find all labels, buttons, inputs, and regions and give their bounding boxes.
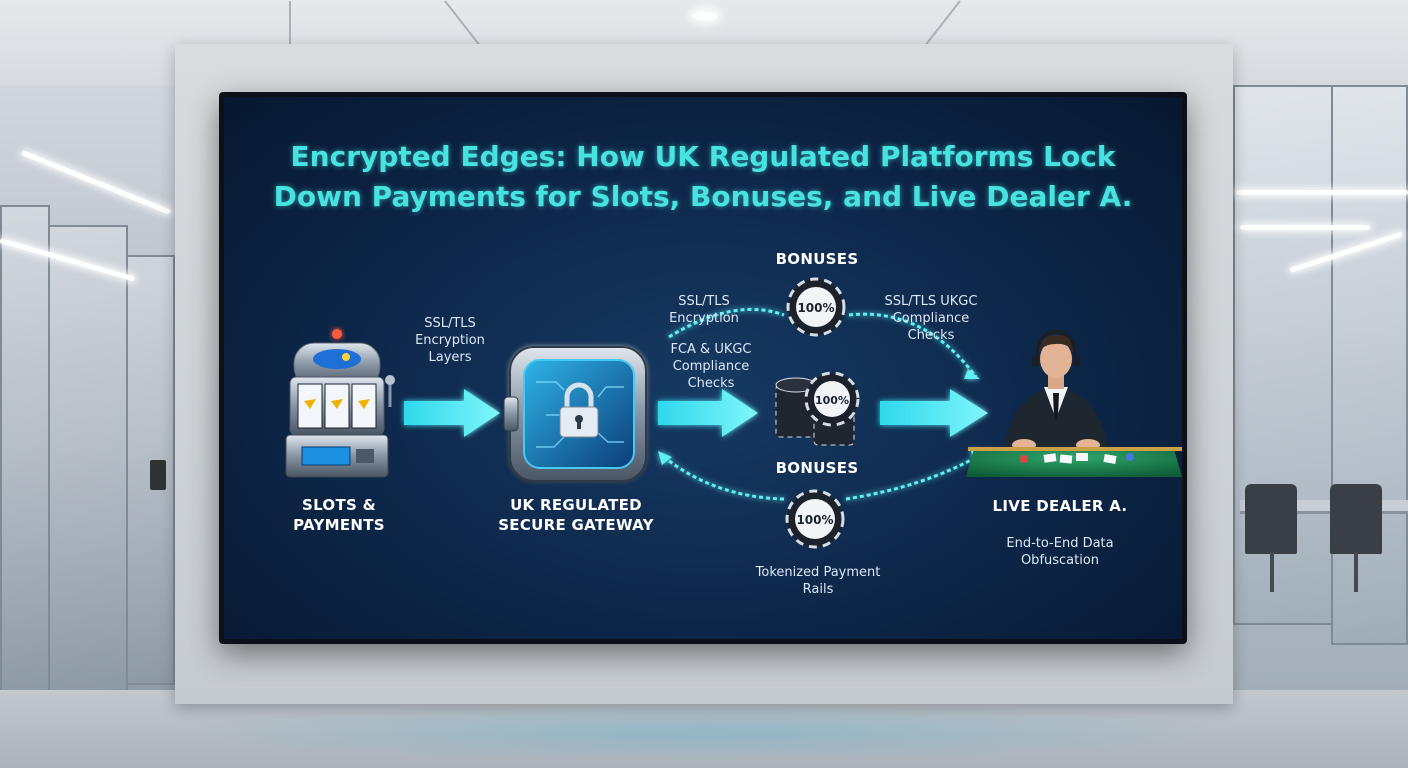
annotation-ssl-right: SSL/TLS UKGC Compliance Checks — [884, 294, 978, 343]
chip-stack-icon: 100% — [775, 371, 860, 446]
annotation-ssl-left: SSL/TLS Encryption Layers — [415, 316, 485, 365]
slide-title-line-2: Down Payments for Slots, Bonuses, and Li… — [273, 180, 1133, 213]
flow-arrow-3 — [880, 389, 988, 437]
ceiling-seam — [922, 0, 961, 49]
slot-machine-icon — [285, 329, 395, 478]
slide-title-line-1: Encrypted Edges: How UK Regulated Platfo… — [290, 140, 1116, 173]
ceiling-strip-light — [1240, 225, 1370, 230]
chip-label: 100% — [815, 394, 849, 407]
glass-pane — [1331, 85, 1408, 645]
annotation-fca-checks: FCA & UKGC Compliance Checks — [670, 342, 752, 391]
annotation-tokenized: Tokenized Payment Rails — [755, 565, 881, 597]
secure-vault-icon — [503, 346, 647, 482]
live-dealer-icon — [966, 329, 1182, 477]
wall-switch — [150, 460, 166, 490]
chip-label: 100% — [796, 513, 833, 527]
bonus-chip-bottom-icon: 100% — [785, 489, 845, 549]
office-chair — [1330, 484, 1382, 554]
node-label-bonuses-top: BONUSES — [775, 250, 859, 268]
curved-arrow-bottom-left — [658, 451, 785, 501]
wall-monitor: Encrypted Edges: How UK Regulated Platfo… — [219, 92, 1187, 644]
chip-label: 100% — [797, 301, 834, 315]
node-label-live-dealer: LIVE DEALER A. — [992, 497, 1128, 515]
annotation-end-to-end: End-to-End Data Obfuscation — [1006, 536, 1114, 568]
floor-reflection — [180, 702, 1230, 762]
left-glass-wall — [0, 85, 175, 705]
node-label-gateway: UK REGULATED SECURE GATEWAY — [498, 496, 654, 534]
chair-leg — [1270, 552, 1274, 592]
ceiling-seam — [444, 0, 483, 49]
annotation-ssl-mid: SSL/TLS Encryption — [669, 294, 739, 326]
curved-arrow-top-right — [848, 312, 980, 379]
slide-title: Encrypted Edges: How UK Regulated Platfo… — [244, 137, 1162, 217]
curved-arrow-top-left — [668, 307, 785, 339]
ceiling-spotlight — [692, 12, 718, 20]
node-label-bonuses-bottom: BONUSES — [775, 459, 859, 477]
chair-leg — [1354, 552, 1358, 592]
office-chair — [1245, 484, 1297, 554]
flow-arrow-2 — [658, 389, 758, 437]
slide-screen: Encrypted Edges: How UK Regulated Platfo… — [224, 97, 1182, 639]
node-label-slots: SLOTS & PAYMENTS — [293, 496, 385, 534]
bonus-chip-top-icon: 100% — [786, 277, 846, 337]
ceiling-strip-light — [1236, 190, 1408, 195]
glass-pane — [48, 225, 128, 695]
flow-diagram: 100% 100% 100% — [285, 277, 1182, 549]
right-glass-wall — [1233, 85, 1408, 705]
flow-arrow-1 — [404, 389, 500, 437]
glass-pane — [0, 205, 50, 705]
